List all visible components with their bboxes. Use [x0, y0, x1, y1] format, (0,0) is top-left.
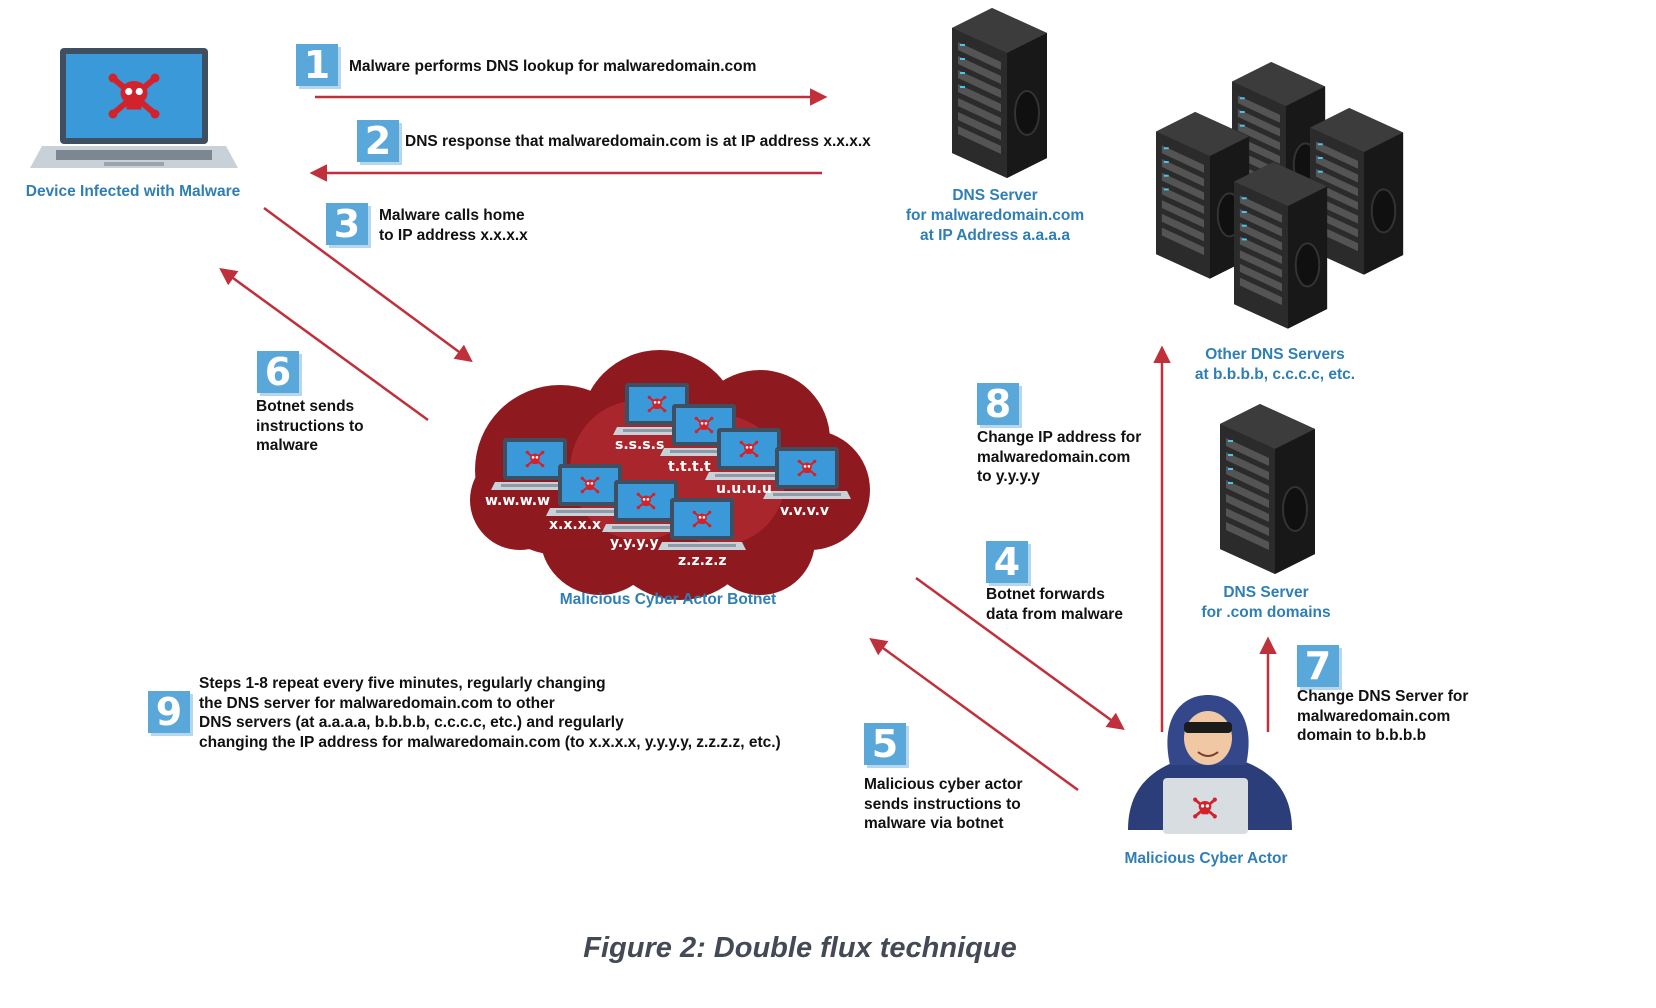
other-dns-servers-caption: Other DNS Servers at b.b.b.b, c.c.c.c, e…	[1194, 346, 1356, 383]
server-rack-icon	[951, 7, 1048, 179]
botnet-ip-label: t.t.t.t	[668, 459, 711, 475]
botnet-caption: Malicious Cyber Actor Botnet	[559, 591, 777, 608]
step-9-text: Steps 1-8 repeat every five minutes, reg…	[199, 675, 781, 751]
step-6-badge: 6	[257, 351, 299, 393]
step-8-text: Change IP address for malwaredomain.com …	[977, 429, 1142, 485]
server-rack-icon	[1219, 403, 1316, 575]
step-9-badge: 9	[148, 691, 190, 733]
step-7-badge: 7	[1297, 645, 1339, 687]
arrow-step-5	[869, 637, 1079, 792]
step-3-text: Malware calls home to IP address x.x.x.x	[379, 207, 528, 244]
server-cluster-icon	[1155, 61, 1405, 330]
dns-server-caption: DNS Server for malwaredomain.com at IP A…	[905, 187, 1085, 244]
step-1-text: Malware performs DNS lookup for malwared…	[349, 58, 757, 75]
botnet-ip-label: v.v.v.v	[780, 503, 830, 519]
step-6-text: Botnet sends instructions to malware	[256, 398, 364, 454]
infected-device-caption: Device Infected with Malware	[25, 183, 241, 200]
botnet-ip-label: w.w.w.w	[485, 493, 551, 509]
botnet-ip-label: y.y.y.y	[610, 535, 659, 551]
step-8-badge: 8	[977, 383, 1019, 425]
step-2-badge: 2	[357, 120, 399, 162]
step-1-badge: 1	[296, 44, 338, 86]
step-3-badge: 3	[326, 203, 368, 245]
botnet-ip-label: x.x.x.x	[549, 517, 602, 533]
step-2-text: DNS response that malwaredomain.com is a…	[405, 133, 871, 150]
laptop-skull-icon	[30, 48, 238, 168]
arrow-step-4	[915, 576, 1125, 731]
botnet-laptop	[658, 498, 746, 550]
step-4-text: Botnet forwards data from malware	[986, 586, 1123, 623]
arrow-step-3	[263, 206, 473, 363]
actor-caption: Malicious Cyber Actor	[1124, 850, 1288, 867]
step-4-badge: 4	[986, 541, 1028, 583]
botnet-laptop	[763, 447, 851, 499]
arrow-step-6	[219, 267, 429, 422]
arrows	[219, 88, 1277, 792]
step-5-text: Malicious cyber actor sends instructions…	[864, 776, 1023, 832]
step-5-badge: 5	[864, 723, 906, 765]
figure-caption: Figure 2: Double flux technique	[583, 932, 1017, 964]
hooded-hacker-icon	[1128, 695, 1292, 834]
step-7-text: Change DNS Server for malwaredomain.com …	[1297, 688, 1469, 744]
botnet-ip-label: s.s.s.s	[615, 437, 665, 453]
botnet-ip-label: u.u.u.u	[716, 481, 772, 497]
dns-com-caption: DNS Server for .com domains	[1201, 584, 1331, 621]
botnet-ip-label: z.z.z.z	[678, 553, 727, 569]
